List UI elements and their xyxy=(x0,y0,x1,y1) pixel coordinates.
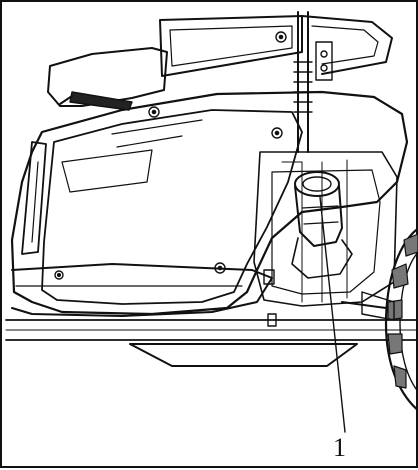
suspension-arm xyxy=(361,291,395,321)
fender-inner-contour xyxy=(41,109,303,305)
bolts xyxy=(54,31,328,280)
fender-crease-line xyxy=(111,119,203,135)
fender-crease-line xyxy=(116,135,183,148)
front-edge-bracket xyxy=(21,141,47,255)
skid-plate xyxy=(129,343,358,367)
front-edge-bracket-inner xyxy=(31,161,39,243)
fender-inner-step xyxy=(61,149,153,193)
engine-assembly xyxy=(253,151,398,307)
drain-fitting xyxy=(263,269,275,285)
rocker-sill xyxy=(11,263,273,317)
seat-back xyxy=(159,15,303,77)
body-panel xyxy=(10,90,409,316)
seat-lever xyxy=(59,91,133,111)
vertical-post xyxy=(293,11,313,153)
rear-rack-inner xyxy=(311,25,379,65)
rear-tire xyxy=(384,227,418,412)
callout-leader-line xyxy=(319,196,346,433)
seat-back-inner xyxy=(169,25,293,67)
frame-rail xyxy=(5,319,418,341)
seat-cushion xyxy=(47,47,168,107)
axle-tube xyxy=(341,301,387,309)
rear-rack xyxy=(301,15,393,75)
callout-label-1: 1 xyxy=(333,433,346,462)
mounting-bracket xyxy=(315,41,333,81)
drain-fitting xyxy=(267,313,277,327)
